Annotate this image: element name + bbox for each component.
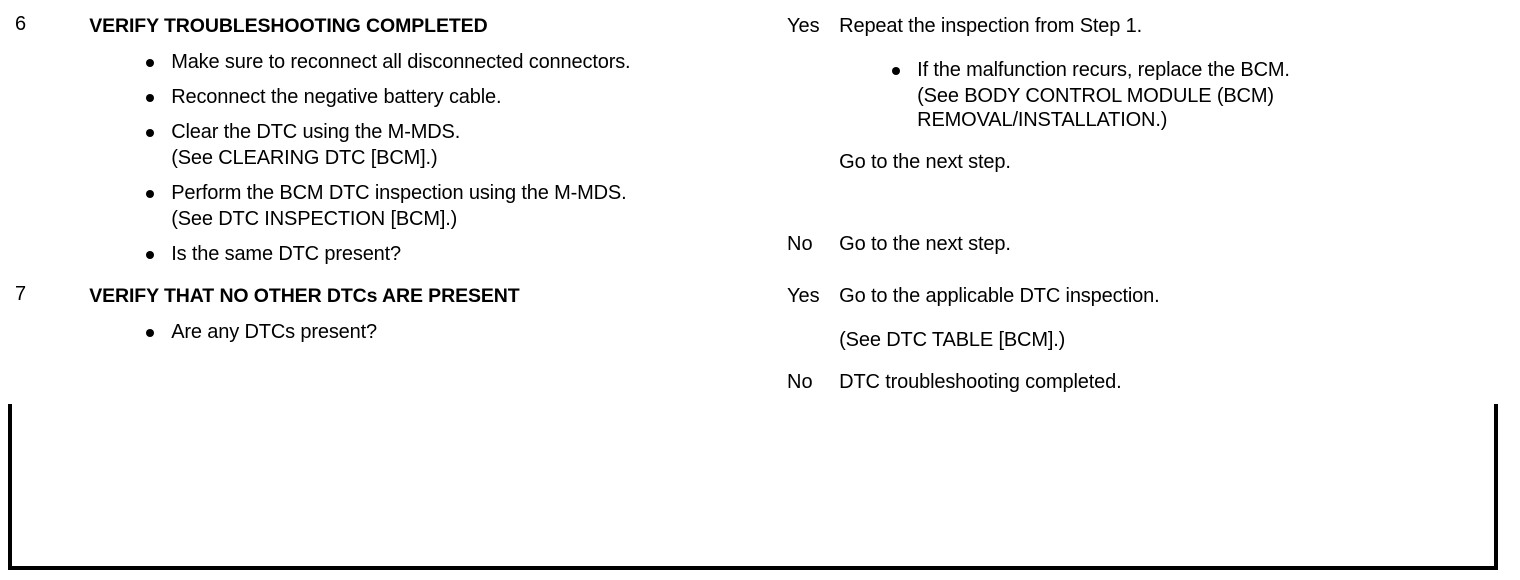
table-row: No DTC troubleshooting completed. (8, 362, 1502, 404)
reference-note-label: (See DTC INSPECTION [BCM].) (171, 208, 458, 230)
bullet-icon (146, 251, 155, 259)
list-item: Is the same DTC present? (89, 242, 770, 266)
action-cell-6-no: Go to the next step. (832, 224, 1502, 276)
step-title: VERIFY TROUBLESHOOTING COMPLETED (89, 15, 488, 37)
result-label: Yes (787, 15, 820, 37)
list-item: Make sure to reconnect all disconnected … (89, 50, 770, 74)
result-label-cell-6-no: No (780, 224, 833, 276)
step-item-list-7: Are any DTCs present? (89, 320, 770, 344)
reference-note-label: (See CLEARING DTC [BCM].) (171, 147, 438, 169)
list-item-label: Perform the BCM DTC inspection using the… (171, 182, 627, 204)
list-item: Reconnect the negative battery cable. (89, 85, 770, 109)
result-label-cell-6-yes: Yes (780, 6, 833, 225)
list-item: Are any DTCs present? (89, 320, 770, 344)
list-item-label: Clear the DTC using the M-MDS. (171, 121, 461, 143)
table-row: 6 VERIFY TROUBLESHOOTING COMPLETED Make … (8, 6, 1502, 276)
list-item-label: If the malfunction recurs, replace the B… (917, 59, 1290, 81)
action-line: Go to the next step. (839, 233, 1011, 256)
reference-note-label-continued: REMOVAL/INSTALLATION.) (917, 109, 1168, 131)
reference-note: (See DTC INSPECTION [BCM].) (89, 207, 770, 231)
action-cell-7-yes: Go to the applicable DTC inspection. (Se… (832, 276, 1502, 362)
reference-note-label: (See DTC TABLE [BCM].) (839, 329, 1066, 351)
reference-note: (See BODY CONTROL MODULE (BCM) REMOVAL/I… (839, 84, 1492, 132)
bullet-icon (892, 67, 901, 75)
result-label-cell-7-no: No (780, 362, 833, 404)
troubleshooting-table: 6 VERIFY TROUBLESHOOTING COMPLETED Make … (8, 6, 1502, 404)
step-number-cell-7: 7 (8, 276, 82, 404)
table-row: 7 VERIFY THAT NO OTHER DTCs ARE PRESENT … (8, 276, 1502, 404)
step-item-list-6: Make sure to reconnect all disconnected … (89, 50, 770, 266)
step-number-cell-6: 6 (8, 6, 82, 276)
list-item-label: Reconnect the negative battery cable. (171, 86, 502, 108)
step-content-cell-6: VERIFY TROUBLESHOOTING COMPLETED Make su… (81, 6, 781, 276)
bullet-icon (146, 329, 155, 337)
result-label: No (787, 371, 813, 393)
reference-note: (See CLEARING DTC [BCM].) (89, 146, 770, 170)
result-label: No (787, 233, 813, 256)
action-line: Go to the next step. (839, 151, 1011, 173)
action-line: Repeat the inspection from Step 1. (839, 15, 1143, 37)
action-line: Go to the applicable DTC inspection. (839, 285, 1160, 307)
list-item-label: Make sure to reconnect all disconnected … (171, 51, 631, 73)
list-item: If the malfunction recurs, replace the B… (839, 58, 1492, 82)
bullet-icon (146, 59, 155, 67)
result-label-cell-7-yes: Yes (780, 276, 833, 362)
step-title: VERIFY THAT NO OTHER DTCs ARE PRESENT (89, 285, 520, 307)
reference-note-label: (See BODY CONTROL MODULE (BCM) (917, 85, 1274, 107)
bullet-icon (146, 129, 155, 137)
table-row: No Go to the next step. (8, 224, 1502, 276)
list-item: Clear the DTC using the M-MDS. (89, 120, 770, 144)
list-item-label: Is the same DTC present? (171, 243, 402, 265)
step-number: 6 (15, 13, 26, 35)
bullet-icon (146, 190, 155, 198)
step-number: 7 (15, 283, 26, 305)
list-item: Perform the BCM DTC inspection using the… (89, 181, 770, 205)
bullet-icon (146, 94, 155, 102)
step-content-cell-7: VERIFY THAT NO OTHER DTCs ARE PRESENT Ar… (81, 276, 781, 404)
action-cell-7-no: DTC troubleshooting completed. (832, 362, 1502, 404)
result-label: Yes (787, 285, 820, 307)
action-cell-6-yes: Repeat the inspection from Step 1. If th… (832, 6, 1502, 225)
action-line: DTC troubleshooting completed. (839, 371, 1122, 393)
list-item-label: Are any DTCs present? (171, 321, 378, 343)
